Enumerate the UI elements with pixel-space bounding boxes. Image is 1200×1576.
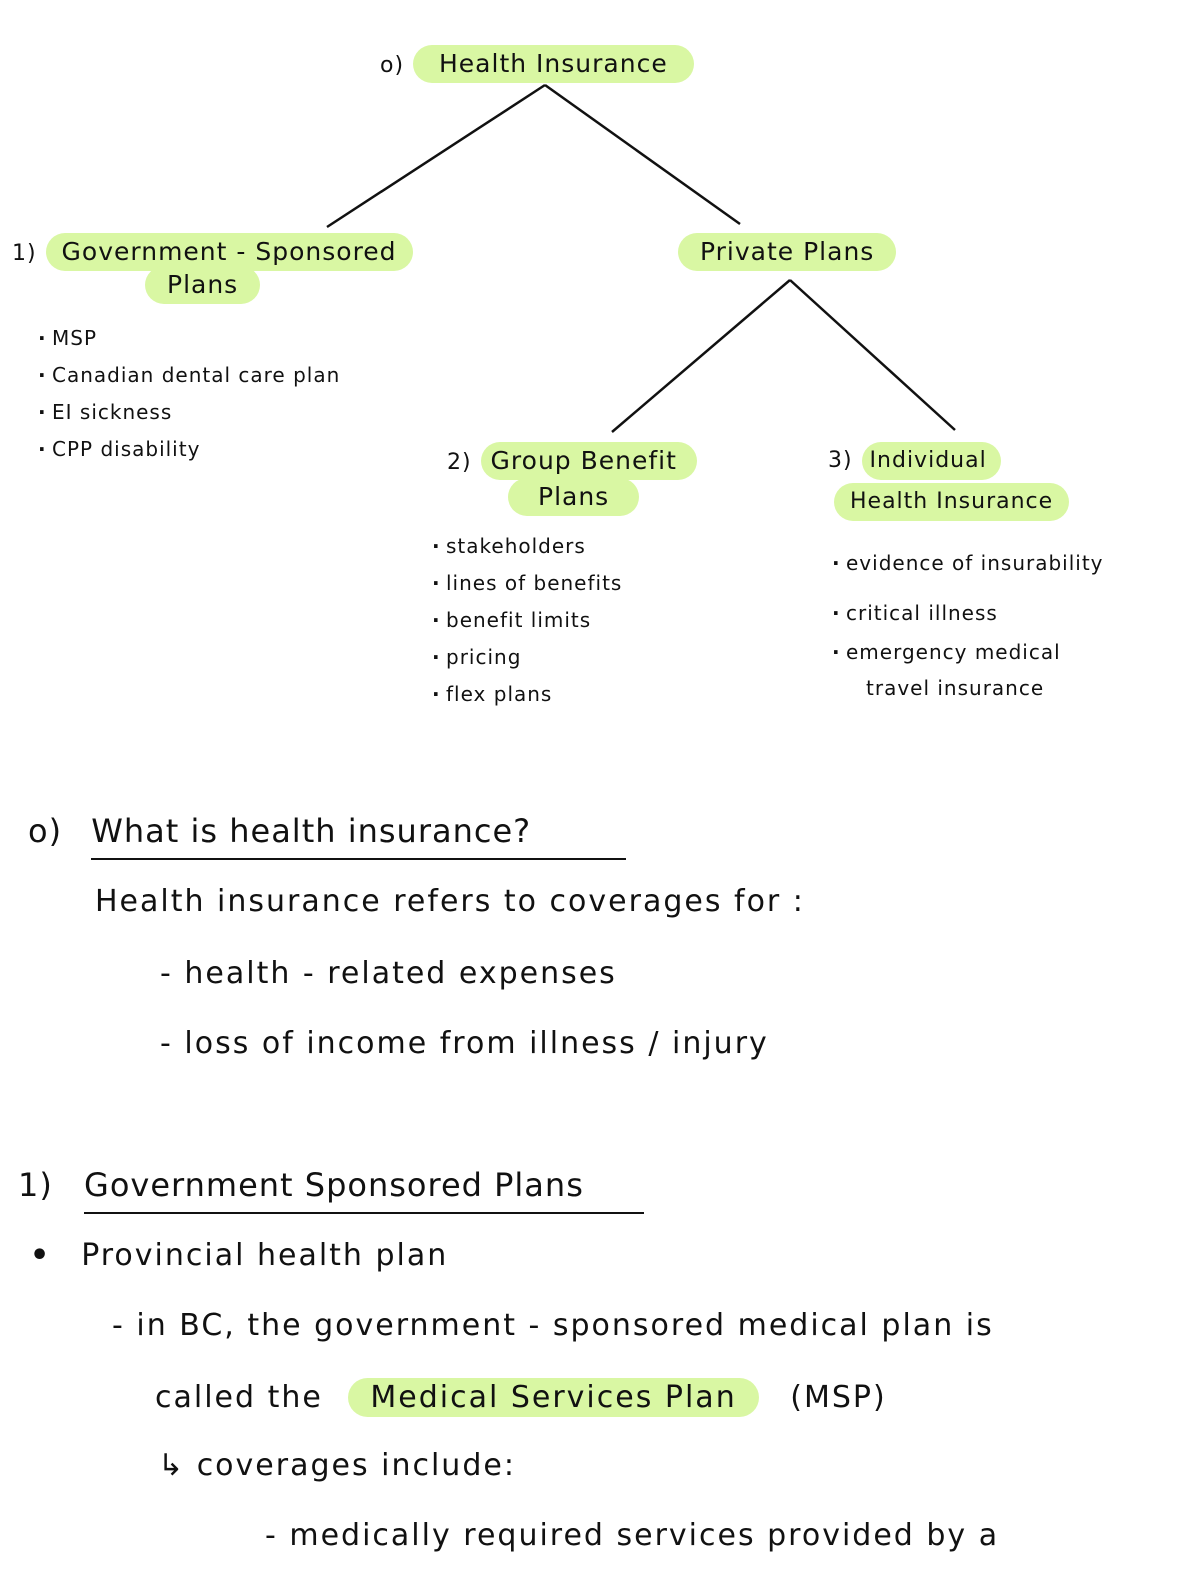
node-health-insurance: o) Health Insurance (380, 45, 694, 83)
section-1-line-2: called the Medical Services Plan (MSP) (155, 1378, 887, 1417)
node-private-plans: Private Plans (678, 233, 897, 271)
node-label-line2: Plans (508, 478, 640, 516)
node-number: 3) (828, 448, 853, 473)
node-number: 2) (447, 450, 472, 475)
connector-root-private (544, 83, 741, 226)
node-label-line2: Health Insurance (834, 483, 1070, 521)
list-item: critical illness (832, 588, 1104, 638)
section-title: What is health insurance? (91, 812, 627, 860)
connector-private-group (611, 279, 791, 433)
list-item: flex plans (432, 676, 622, 713)
connector-private-individual (789, 279, 956, 431)
node-government-sponsored-line2: Plans (145, 266, 261, 304)
node-government-sponsored: 1) Government - Sponsored (12, 233, 413, 271)
section-1-heading: 1) Government Sponsored Plans (18, 1166, 645, 1214)
government-plans-list: MSP Canadian dental care plan EI sicknes… (38, 320, 340, 468)
node-label-line2: Plans (145, 266, 261, 304)
section-0-intro: Health insurance refers to coverages for… (95, 884, 805, 919)
list-item: Canadian dental care plan (38, 357, 340, 394)
list-item: evidence of insurability (832, 538, 1104, 588)
bullet-text: Provincial health plan (81, 1238, 449, 1273)
highlight-msp: Medical Services Plan (348, 1378, 759, 1417)
node-group-benefit-line2: Plans (508, 478, 640, 516)
list-item: pricing (432, 639, 622, 676)
line-text: called the (155, 1380, 323, 1415)
individual-health-list: evidence of insurability critical illnes… (832, 538, 1104, 638)
node-label: Private Plans (678, 233, 897, 271)
arrow-icon: ↳ (158, 1448, 186, 1483)
bullet-dot: • (30, 1238, 52, 1273)
coverages-label: coverages include: (196, 1448, 516, 1483)
list-item: CPP disability (38, 431, 340, 468)
node-number: o) (380, 53, 405, 78)
list-item: benefit limits (432, 602, 622, 639)
list-item: MSP (38, 320, 340, 357)
list-item-continuation: travel insurance (866, 676, 1045, 700)
section-number: 1) (18, 1166, 53, 1204)
list-item: stakeholders (432, 528, 622, 565)
list-item: emergency medical (832, 636, 1061, 668)
node-label: Health Insurance (413, 45, 694, 83)
section-number: o) (28, 812, 63, 850)
node-label-line1: Individual (861, 442, 1001, 480)
section-1-bullet: • Provincial health plan (30, 1238, 448, 1273)
section-0-point-1: health - related expenses (160, 956, 617, 991)
section-title: Government Sponsored Plans (84, 1166, 645, 1214)
node-label-line1: Government - Sponsored (45, 233, 413, 271)
list-item: lines of benefits (432, 565, 622, 602)
list-item: EI sickness (38, 394, 340, 431)
node-label-line1: Group Benefit (480, 442, 697, 480)
node-individual-health-line2: Health Insurance (834, 483, 1070, 521)
section-1-line-1: in BC, the government - sponsored medica… (112, 1308, 994, 1343)
group-benefit-list: stakeholders lines of benefits benefit l… (432, 528, 622, 713)
node-group-benefit: 2) Group Benefit (447, 442, 697, 480)
node-number: 1) (12, 241, 37, 266)
connector-root-gov (326, 83, 546, 229)
section-0-heading: o) What is health insurance? (28, 812, 627, 860)
section-0-point-2: loss of income from illness / injury (160, 1026, 769, 1061)
individual-health-list-item3: emergency medical (832, 636, 1061, 668)
node-individual-health: 3) Individual (828, 442, 1001, 480)
section-1-coverage-item: medically required services provided by … (265, 1518, 999, 1553)
line-text-suffix: (MSP) (790, 1380, 887, 1415)
section-1-coverages: ↳ coverages include: (158, 1448, 516, 1483)
